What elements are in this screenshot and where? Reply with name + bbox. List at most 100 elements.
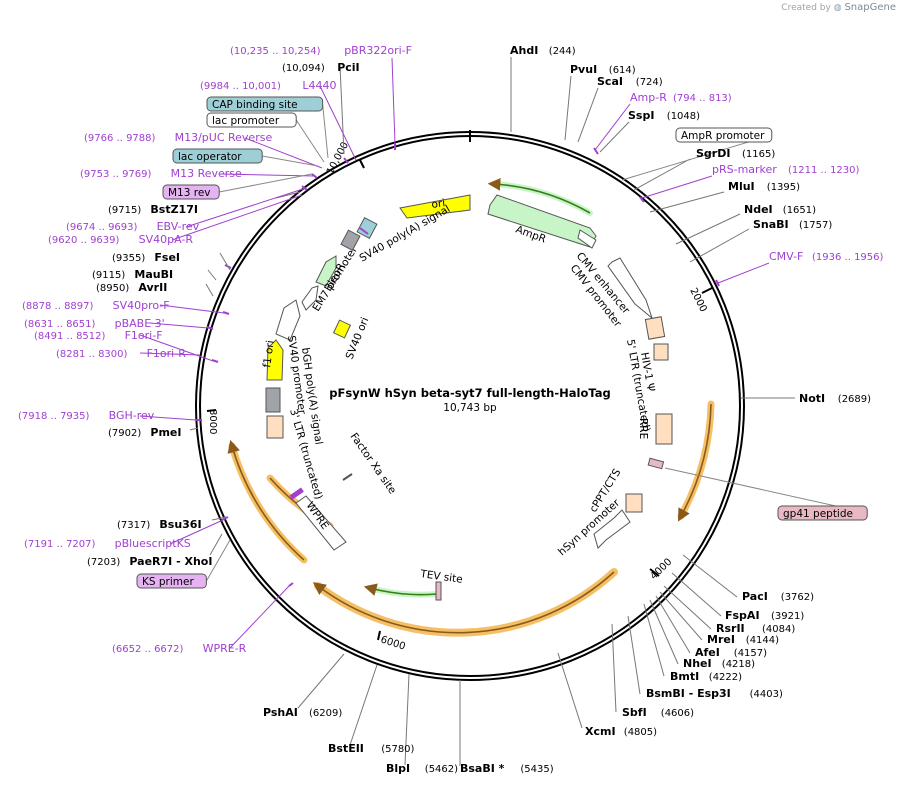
enzyme-site-pvui[interactable]: PvuI(614) [570, 63, 636, 76]
primer-site-pbabe-3-[interactable]: (8631 .. 8651)pBABE 3' [24, 317, 165, 330]
wpre-mark [289, 487, 304, 500]
m13rev-feature [359, 227, 369, 235]
enzyme-name: NdeI [744, 203, 773, 216]
primer-name: F1ori-F [125, 329, 163, 342]
enzyme-position: (4222) [709, 672, 742, 683]
site-labels: AhdI(244) PvuI(614)ScaI(724) SspI(1048) Sgr… [18, 44, 884, 775]
primer-position: (9674 .. 9693) [66, 222, 138, 233]
enzyme-name: SspI [628, 109, 654, 122]
sv40-promoter-feature [275, 299, 301, 341]
enzyme-name: MluI [728, 180, 755, 193]
enzyme-site-xcmi[interactable]: XcmI(4805) [585, 725, 657, 738]
primer-site-m13-puc-reverse[interactable]: (9766 .. 9788)M13/pUC Reverse [84, 131, 272, 144]
primer-name: Amp-R [630, 91, 667, 104]
feature-tag-box [136, 573, 207, 589]
enzyme-site-sspi[interactable]: SspI(1048) [628, 109, 700, 122]
feature-tag-ampr-promoter[interactable]: AmpR promoter [675, 127, 773, 143]
enzyme-site-mlui[interactable]: MluI(1395) [728, 180, 800, 193]
enzyme-site-fspai[interactable]: FspAI(3921) [725, 609, 804, 622]
enzyme-name: PacI [742, 590, 768, 603]
enzyme-site-bsabi-[interactable]: BsaBI *(5435) [460, 762, 554, 775]
feature-tag-lac-operator[interactable]: lac operator [172, 148, 263, 164]
enzyme-name: RsrII [716, 622, 745, 635]
enzyme-name: BsmBI - Esp3I [646, 687, 731, 700]
enzyme-site-bsteii[interactable]: BstEII(5780) [328, 742, 415, 755]
primer-site-m13-reverse[interactable]: (9753 .. 9769)M13 Reverse [80, 167, 242, 180]
enzyme-site-sbfi[interactable]: SbfI(4606) [622, 706, 694, 719]
enzyme-site-blpi[interactable]: BlpI(5462) [386, 762, 458, 775]
enzyme-site-rsrii[interactable]: RsrII(4084) [716, 622, 795, 635]
primer-position: (7918 .. 7935) [18, 411, 90, 422]
primer-position: (1211 .. 1230) [788, 165, 860, 176]
primer-site-f1ori-f[interactable]: (8491 .. 8512) F1ori-F [34, 329, 163, 342]
enzyme-position: (1651) [783, 205, 816, 216]
brand-text: SnapGene [844, 2, 896, 13]
primer-site-pbr322ori-f[interactable]: (10,235 .. 10,254)pBR322ori-F [230, 44, 412, 57]
enzyme-site-paci[interactable]: PacI(3762) [742, 590, 814, 603]
enzyme-position: (2689) [838, 394, 871, 405]
primer-site-sv40pa-r[interactable]: (9620 .. 9639)SV40pA-R [48, 233, 193, 246]
enzyme-site-paer7i-xhoi[interactable]: PaeR7I - XhoI(7203) [87, 555, 212, 568]
primer-site-prs-marker[interactable]: pRS-marker(1211 .. 1230) [712, 163, 860, 176]
enzyme-position: (9355) [112, 253, 145, 264]
primer-position: (6652 .. 6672) [112, 644, 184, 655]
enzyme-site-ahdi[interactable]: AhdI(244) [510, 44, 576, 57]
enzyme-site-bsu36i[interactable]: Bsu36I(7317) [117, 518, 202, 531]
plasmid-name: pFsynW hSyn beta-syt7 full-length-HaloTa… [329, 386, 610, 400]
primer-site-ebv-rev[interactable]: (9674 .. 9693)EBV-rev [66, 220, 200, 233]
enzyme-site-pmei[interactable]: PmeI(7902) [108, 426, 181, 439]
enzyme-site-noti[interactable]: NotI (2689) [799, 392, 871, 405]
enzyme-name: SgrDI [696, 147, 730, 160]
feature-tag-m13-rev[interactable]: M13 rev [162, 184, 220, 200]
primer-name: L4440 [302, 79, 336, 92]
primer-site-f1ori-r[interactable]: (8281 .. 8300)F1ori-R [56, 347, 186, 360]
enzyme-site-bsmbi-esp3i[interactable]: BsmBI - Esp3I(4403) [646, 687, 783, 700]
snapgene-logo-icon: ◍ [833, 3, 842, 13]
primer-site-amp-r[interactable]: Amp-R(794 .. 813) [630, 91, 732, 104]
primer-name: pBluescriptKS [115, 537, 191, 550]
enzyme-position: (8950) [96, 283, 129, 294]
primer-position: (8631 .. 8651) [24, 319, 96, 330]
primer-site-wpre-r[interactable]: (6652 .. 6672) WPRE-R [112, 642, 247, 655]
feature-tag-cap-binding-site[interactable]: CAP binding site [206, 96, 324, 112]
enzyme-site-avrii[interactable]: AvrII(8950) [96, 281, 167, 294]
enzyme-site-scai[interactable]: ScaI(724) [597, 75, 663, 88]
enzyme-site-fsei[interactable]: FseI(9355) [112, 251, 180, 264]
created-by-text: Created by [781, 3, 831, 13]
feature-tag-lac-promoter[interactable]: lac promoter [206, 112, 297, 128]
enzyme-site-mrei[interactable]: MreI(4144) [707, 633, 779, 646]
enzyme-site-sgrdi[interactable]: SgrDI(1165) [696, 147, 775, 160]
enzyme-position: (5780) [381, 744, 414, 755]
enzyme-position: (7203) [87, 557, 120, 568]
enzyme-site-afei[interactable]: AfeI(4157) [695, 646, 767, 659]
primer-site-bgh-rev[interactable]: (7918 .. 7935)BGH-rev [18, 409, 155, 422]
primer-site-l4440[interactable]: (9984 .. 10,001)L4440 [200, 79, 337, 92]
enzyme-name: NotI [799, 392, 825, 405]
feature-tag-ks-primer[interactable]: KS primer [136, 573, 207, 589]
primer-name: SV40pro-F [113, 299, 170, 312]
enzyme-site-ndei[interactable]: NdeI (1651) [744, 203, 816, 216]
enzyme-site-bmti[interactable]: BmtI(4222) [670, 670, 742, 683]
primer-position: (8281 .. 8300) [56, 349, 128, 360]
feature-tag-text: AmpR promoter [681, 130, 765, 142]
enzyme-site-pcii[interactable]: PciI(10,094) [282, 61, 360, 74]
enzyme-site-nhei[interactable]: NheI(4218) [683, 657, 755, 670]
primer-position: (9753 .. 9769) [80, 169, 152, 180]
enzyme-name: PmeI [150, 426, 181, 439]
primer-name: WPRE-R [203, 642, 247, 655]
primer-site-sv40pro-f[interactable]: (8878 .. 8897)SV40pro-F [22, 299, 170, 312]
feature-tag-text: lac promoter [212, 115, 280, 127]
ori-label: ori [431, 197, 446, 211]
feature-tag-box [172, 148, 263, 164]
enzyme-site-snabi[interactable]: SnaBI(1757) [753, 218, 832, 231]
primer-site-cmv-f[interactable]: CMV-F(1936 .. 1956) [769, 250, 884, 263]
enzyme-site-pshai[interactable]: PshAI(6209) [263, 706, 342, 719]
primer-site-pbluescriptks[interactable]: (7191 .. 7207)pBluescriptKS [24, 537, 191, 550]
lac-region-feature [356, 216, 378, 240]
enzyme-site-maubi[interactable]: MauBI(9115) [92, 268, 173, 281]
enzyme-name: Bsu36I [159, 518, 201, 531]
primer-position: (8491 .. 8512) [34, 331, 106, 342]
enzyme-position: (6209) [309, 708, 342, 719]
feature-tag-gp41-peptide[interactable]: gp41 peptide [777, 505, 868, 521]
enzyme-site-bstz17i[interactable]: BstZ17I(9715) [108, 203, 198, 216]
